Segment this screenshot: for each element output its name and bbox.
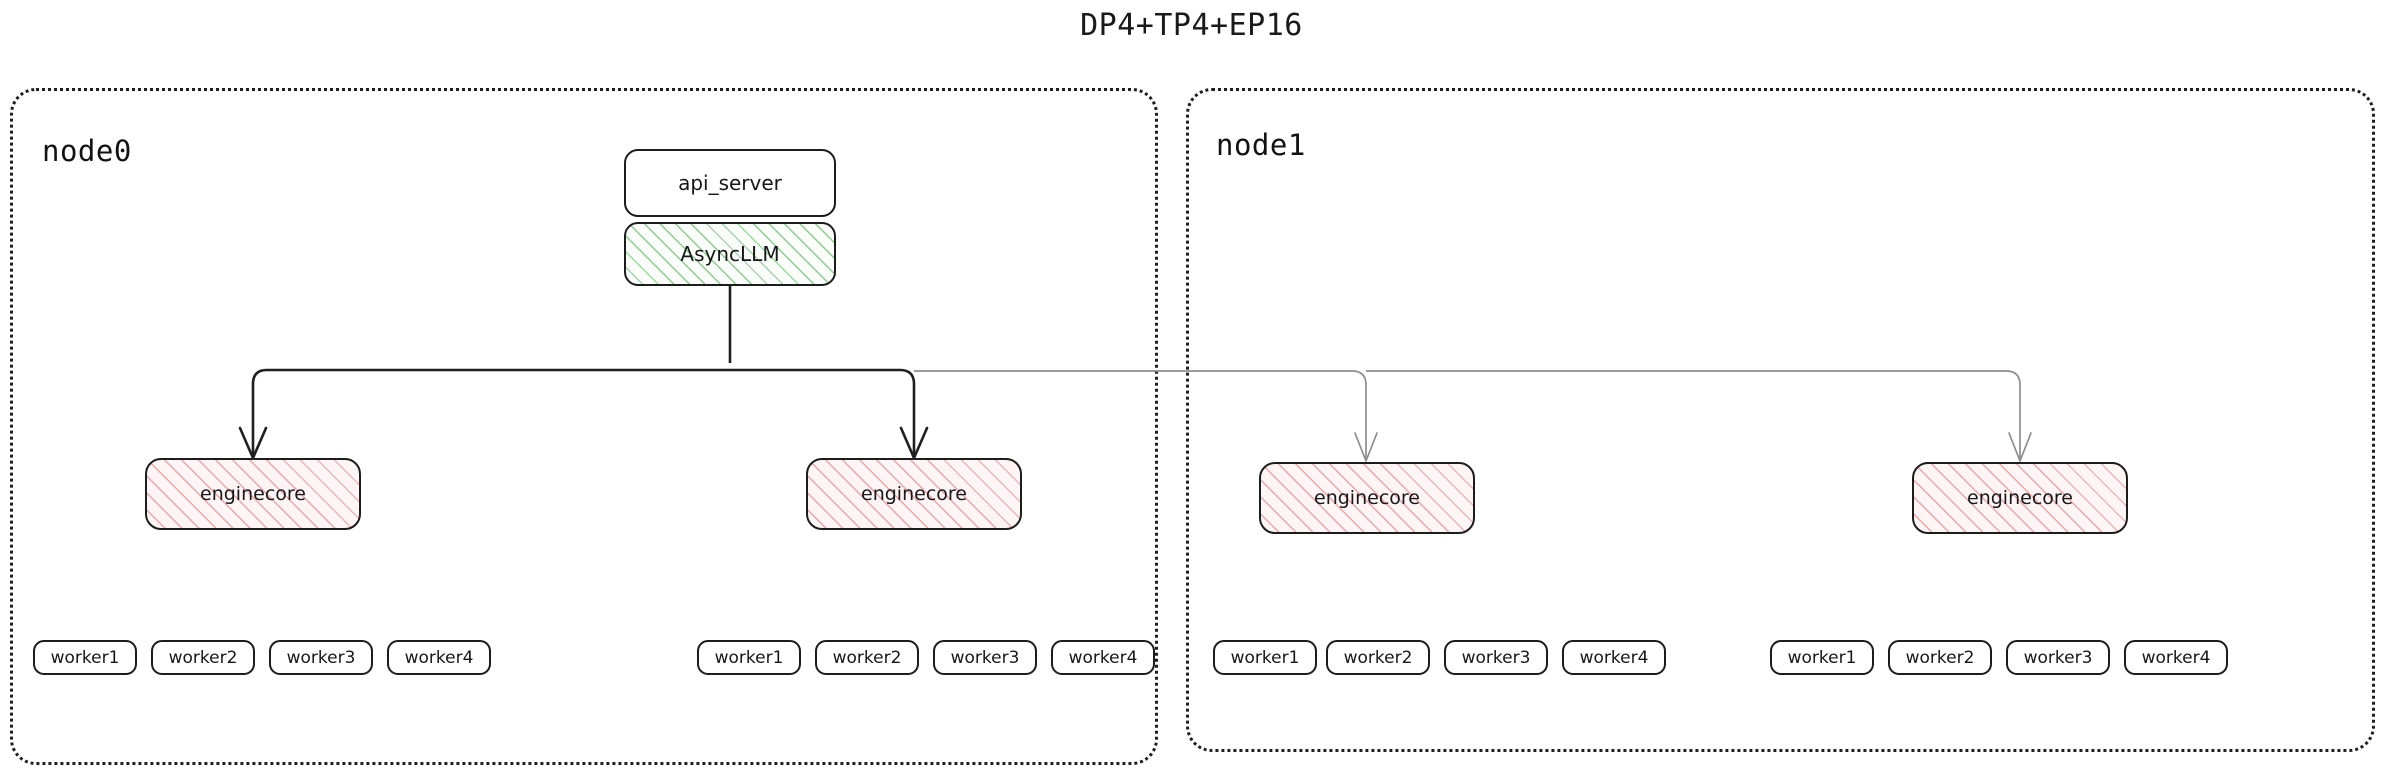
box-enginecore[interactable]: enginecore xyxy=(1259,462,1475,534)
box-worker-label: worker2 xyxy=(1905,647,1975,668)
box-enginecore[interactable]: enginecore xyxy=(1912,462,2128,534)
box-enginecore-label: enginecore xyxy=(200,483,306,505)
box-worker-label: worker4 xyxy=(2141,647,2211,668)
box-worker[interactable]: worker4 xyxy=(1051,640,1155,675)
box-worker-label: worker1 xyxy=(1787,647,1857,668)
node-label-node1: node1 xyxy=(1216,128,1306,162)
box-worker-label: worker3 xyxy=(950,647,1020,668)
box-worker[interactable]: worker4 xyxy=(2124,640,2228,675)
node-label-node0: node0 xyxy=(42,134,132,168)
box-async-llm[interactable]: AsyncLLM xyxy=(624,222,836,286)
box-api-server-label: api_server xyxy=(678,171,782,195)
node-group-node0 xyxy=(10,88,1158,765)
box-worker[interactable]: worker1 xyxy=(697,640,801,675)
box-worker-label: worker1 xyxy=(1230,647,1300,668)
box-worker-label: worker1 xyxy=(50,647,120,668)
box-worker[interactable]: worker1 xyxy=(1213,640,1317,675)
box-worker[interactable]: worker3 xyxy=(933,640,1037,675)
box-worker[interactable]: worker2 xyxy=(815,640,919,675)
box-worker-label: worker4 xyxy=(404,647,474,668)
box-enginecore-label: enginecore xyxy=(1967,487,2073,509)
box-worker[interactable]: worker2 xyxy=(1326,640,1430,675)
box-enginecore-label: enginecore xyxy=(1314,487,1420,509)
box-async-llm-label: AsyncLLM xyxy=(680,242,780,266)
box-worker-label: worker4 xyxy=(1068,647,1138,668)
box-worker[interactable]: worker3 xyxy=(269,640,373,675)
box-worker[interactable]: worker4 xyxy=(1562,640,1666,675)
box-worker-label: worker3 xyxy=(1461,647,1531,668)
box-worker-label: worker4 xyxy=(1579,647,1649,668)
box-worker-label: worker2 xyxy=(168,647,238,668)
box-api-server[interactable]: api_server xyxy=(624,149,836,217)
box-enginecore[interactable]: enginecore xyxy=(806,458,1022,530)
box-worker-label: worker2 xyxy=(1343,647,1413,668)
box-worker[interactable]: worker4 xyxy=(387,640,491,675)
box-worker-label: worker3 xyxy=(286,647,356,668)
box-worker[interactable]: worker3 xyxy=(2006,640,2110,675)
page-title: DP4+TP4+EP16 xyxy=(1080,8,1303,43)
box-worker[interactable]: worker1 xyxy=(33,640,137,675)
box-enginecore-label: enginecore xyxy=(861,483,967,505)
node-group-node1 xyxy=(1186,88,2375,752)
box-enginecore[interactable]: enginecore xyxy=(145,458,361,530)
box-worker[interactable]: worker2 xyxy=(1888,640,1992,675)
box-worker-label: worker2 xyxy=(832,647,902,668)
box-worker-label: worker1 xyxy=(714,647,784,668)
box-worker[interactable]: worker3 xyxy=(1444,640,1548,675)
box-worker-label: worker3 xyxy=(2023,647,2093,668)
box-worker[interactable]: worker1 xyxy=(1770,640,1874,675)
box-worker[interactable]: worker2 xyxy=(151,640,255,675)
